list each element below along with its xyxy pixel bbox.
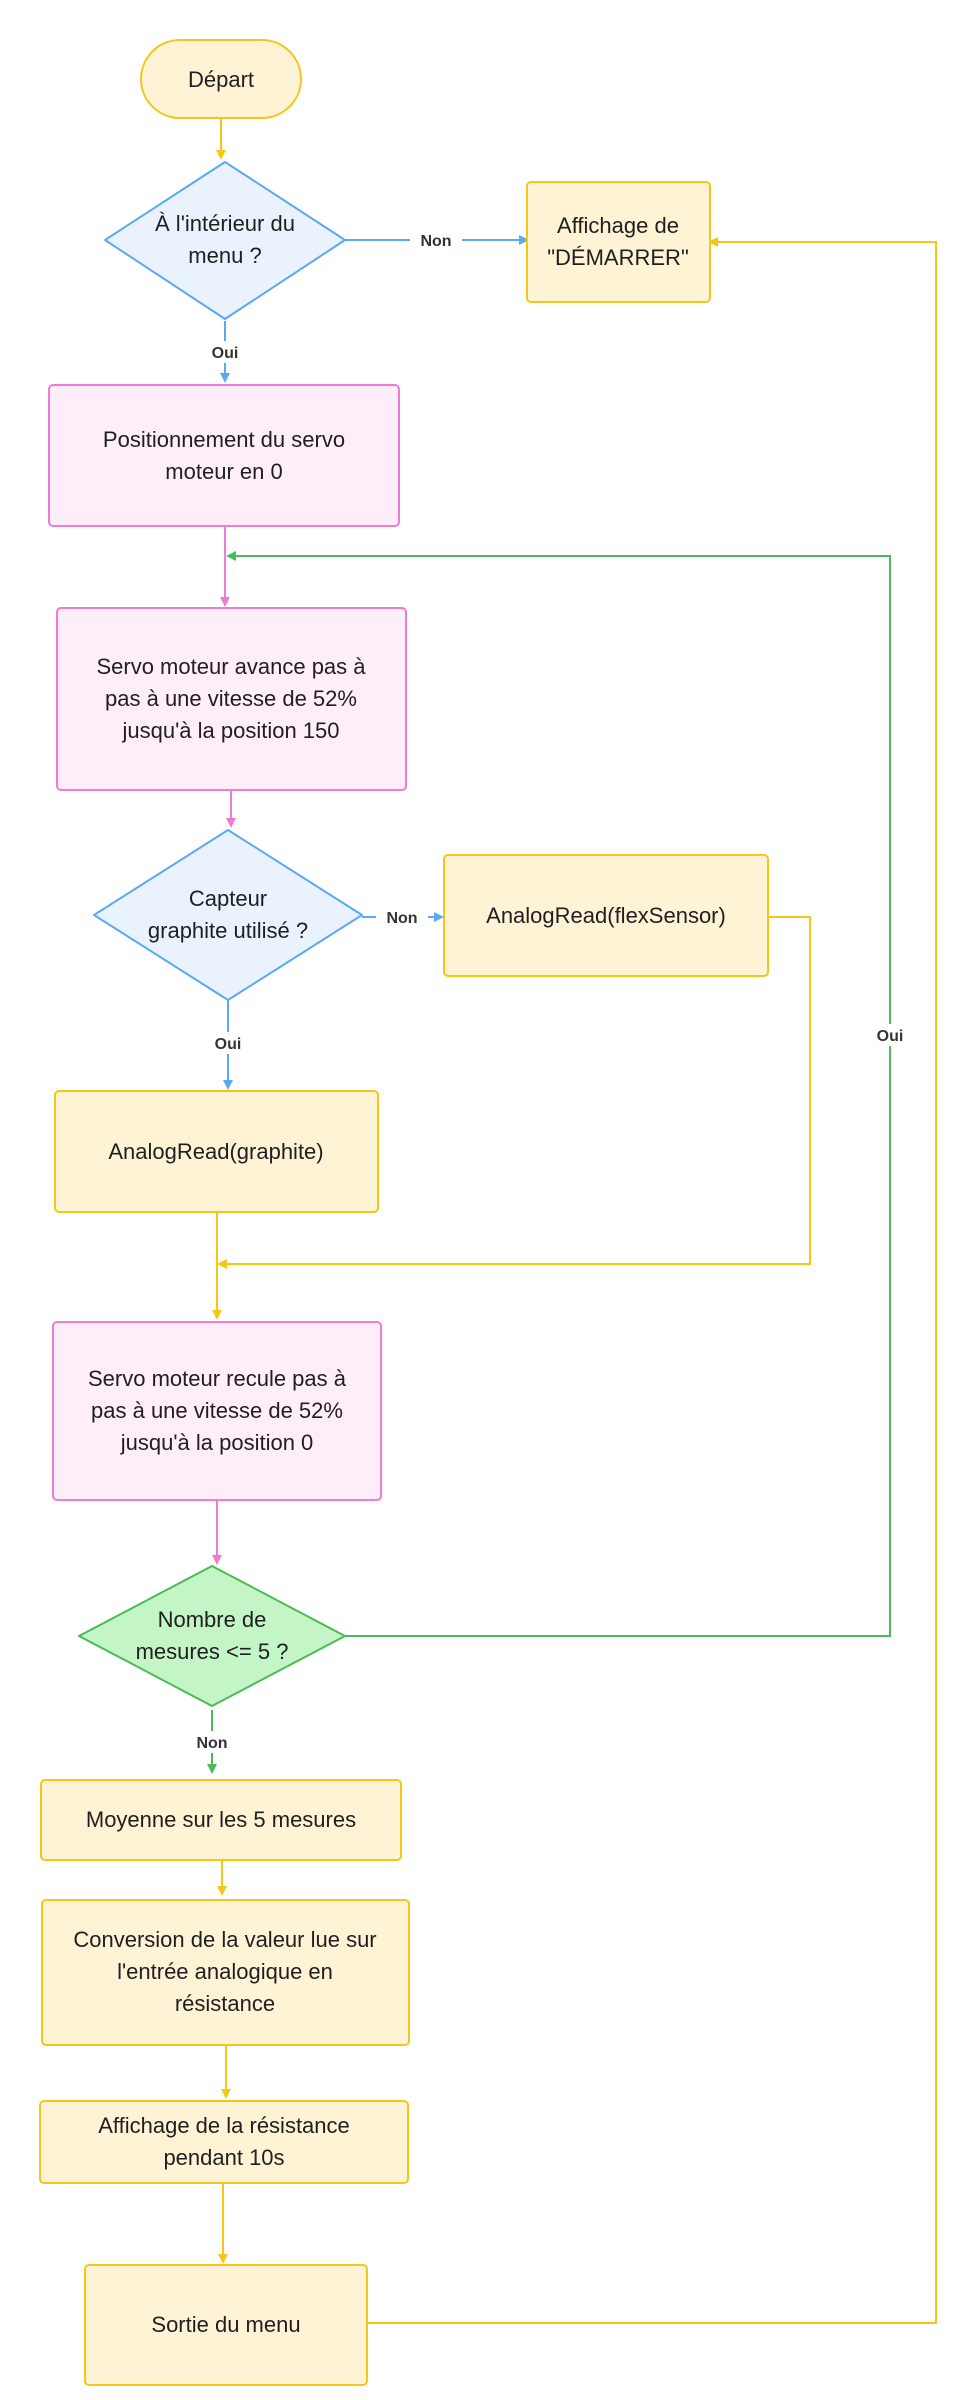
- node-text-line: Positionnement du servo: [103, 427, 345, 452]
- node-text-line: pendant 10s: [163, 2145, 284, 2170]
- node-average-text: Moyenne sur les 5 mesures: [86, 1807, 356, 1832]
- edge-label-graphite-yes: Oui: [203, 1032, 253, 1054]
- node-text-line: Départ: [188, 67, 254, 92]
- edge-exit-to-show-start: [366, 237, 937, 2324]
- edge-label-in-menu-no: Non: [410, 229, 462, 251]
- node-text-line: jusqu'à la position 150: [121, 718, 339, 743]
- node-servo-back-text: Servo moteur recule pas à pas à une vites…: [88, 1366, 347, 1455]
- node-servo-forward-text: Servo moteur avance pas à pas à une vites…: [96, 654, 366, 743]
- node-text-line: pas à une vitesse de 52%: [105, 686, 357, 711]
- node-servo-forward: Servo moteur avance pas à pas à une vites…: [56, 607, 407, 791]
- node-read-flex: AnalogRead(flexSensor): [443, 854, 769, 977]
- node-text-line: Affichage de la résistance: [98, 2113, 350, 2138]
- label-graphite-yes: Oui: [215, 1036, 242, 1053]
- node-count-check-text: Nombre de mesures <= 5 ?: [136, 1607, 289, 1664]
- node-text-line: À l'intérieur du: [155, 211, 295, 236]
- node-text-line: Nombre de: [158, 1607, 267, 1632]
- edge-label-graphite-no: Non: [376, 906, 428, 928]
- node-text-line: Sortie du menu: [151, 2312, 300, 2337]
- node-text-line: Conversion de la valeur lue sur: [73, 1927, 376, 1952]
- nodes: Départ À l'intérieur du menu ? Affichage …: [39, 39, 769, 2386]
- edge-label-count-yes: Oui: [865, 1024, 915, 1046]
- edge-count-yes-loop: [226, 551, 891, 1637]
- node-convert: Conversion de la valeur lue sur l'entrée …: [41, 1899, 410, 2046]
- node-read-graphite-text: AnalogRead(graphite): [108, 1139, 323, 1164]
- node-text-line: mesures <= 5 ?: [136, 1639, 289, 1664]
- node-text-line: "DÉMARRER": [547, 245, 689, 270]
- node-servo-zero: Positionnement du servo moteur en 0: [48, 384, 400, 527]
- node-text-line: menu ?: [188, 243, 261, 268]
- node-show-res-text: Affichage de la résistance pendant 10s: [98, 2113, 350, 2170]
- node-text-line: AnalogRead(flexSensor): [486, 903, 726, 928]
- node-start: Départ: [140, 39, 302, 119]
- node-text-line: jusqu'à la position 0: [120, 1430, 314, 1455]
- edge-label-in-menu-yes: Oui: [200, 341, 250, 363]
- node-text-line: Moyenne sur les 5 mesures: [86, 1807, 356, 1832]
- label-in-menu-no: Non: [420, 233, 451, 250]
- node-text-line: AnalogRead(graphite): [108, 1139, 323, 1164]
- node-servo-zero-text: Positionnement du servo moteur en 0: [103, 427, 345, 484]
- node-average: Moyenne sur les 5 mesures: [40, 1779, 402, 1861]
- node-servo-back: Servo moteur recule pas à pas à une vites…: [52, 1321, 382, 1501]
- node-text-line: pas à une vitesse de 52%: [91, 1398, 343, 1423]
- node-text-line: Servo moteur avance pas à: [96, 654, 366, 679]
- node-text-line: Capteur: [189, 886, 267, 911]
- node-read-graphite: AnalogRead(graphite): [54, 1090, 379, 1213]
- node-in-menu: À l'intérieur du menu ?: [104, 161, 346, 320]
- label-count-yes: Oui: [877, 1028, 904, 1045]
- node-show-start: Affichage de "DÉMARRER": [526, 181, 711, 303]
- node-read-flex-text: AnalogRead(flexSensor): [486, 903, 726, 928]
- node-exit-menu: Sortie du menu: [84, 2264, 368, 2386]
- label-in-menu-yes: Oui: [212, 345, 239, 362]
- edge-flex-to-merge: [217, 916, 811, 1269]
- node-text-line: Affichage de: [557, 213, 679, 238]
- node-show-res: Affichage de la résistance pendant 10s: [39, 2100, 409, 2184]
- node-text-line: résistance: [175, 1991, 275, 2016]
- node-graphite-used-text: Capteur graphite utilisé ?: [148, 886, 308, 943]
- edge-labels: Non Oui Non Oui Oui Non: [186, 229, 915, 1753]
- edge-label-count-no: Non: [186, 1731, 238, 1753]
- node-show-start-text: Affichage de "DÉMARRER": [547, 213, 689, 270]
- node-graphite-used: Capteur graphite utilisé ?: [93, 829, 363, 1001]
- node-text-line: graphite utilisé ?: [148, 918, 308, 943]
- node-count-check: Nombre de mesures <= 5 ?: [78, 1565, 346, 1707]
- label-count-no: Non: [196, 1735, 227, 1752]
- node-text-line: Servo moteur recule pas à: [88, 1366, 347, 1391]
- label-graphite-no: Non: [386, 910, 417, 927]
- node-convert-text: Conversion de la valeur lue sur l'entrée …: [73, 1927, 376, 2016]
- node-start-text: Départ: [188, 67, 254, 92]
- node-text-line: l'entrée analogique en: [117, 1959, 333, 1984]
- edges: [207, 118, 937, 2324]
- node-in-menu-text: À l'intérieur du menu ?: [155, 211, 295, 268]
- node-exit-menu-text: Sortie du menu: [151, 2312, 300, 2337]
- node-text-line: moteur en 0: [165, 459, 282, 484]
